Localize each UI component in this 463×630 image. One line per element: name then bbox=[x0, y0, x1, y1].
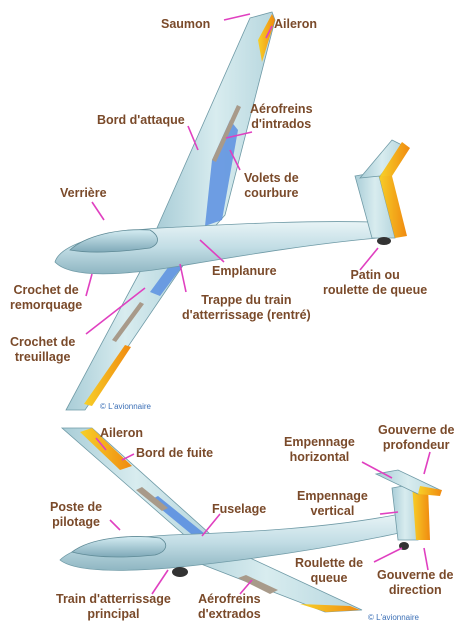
top-glider bbox=[54, 11, 410, 411]
bottom-near-airbrake bbox=[238, 575, 278, 594]
label-gouverne-profondeur: Gouverne de profondeur bbox=[378, 423, 455, 452]
bottom-rudder bbox=[412, 484, 430, 540]
top-rudder bbox=[378, 172, 407, 238]
label-trappe-train: Trappe du train d'atterrissage (rentré) bbox=[182, 293, 311, 322]
top-right-airbrake bbox=[212, 105, 241, 162]
label-bord-fuite: Bord de fuite bbox=[136, 446, 214, 460]
bottom-main-wheel bbox=[172, 567, 188, 577]
label-poste-pilotage: Poste de pilotage bbox=[50, 500, 103, 529]
top-left-flap bbox=[150, 262, 184, 296]
label-empennage-vertical: Empennage vertical bbox=[297, 489, 368, 518]
label-aileron-bottom: Aileron bbox=[100, 426, 144, 440]
label-crochet-treuillage: Crochet de treuillage bbox=[10, 335, 76, 364]
label-crochet-remorquage: Crochet de remorquage bbox=[10, 283, 83, 312]
top-tail-skid bbox=[377, 237, 391, 245]
label-aileron-top: Aileron bbox=[274, 17, 318, 31]
label-bord-attaque: Bord d'attaque bbox=[97, 113, 185, 127]
label-volets-courbure: Volets de courbure bbox=[244, 171, 299, 200]
bottom-far-airbrake bbox=[136, 487, 168, 511]
label-aerofreins-extrados: Aérofreins d'extrados bbox=[198, 592, 261, 621]
label-roulette-queue: Roulette de queue bbox=[295, 556, 364, 585]
bottom-canopy bbox=[71, 536, 167, 558]
bottom-near-aileron bbox=[300, 604, 360, 612]
top-canopy bbox=[69, 229, 158, 253]
top-left-airbrake bbox=[112, 302, 144, 342]
bottom-elevator bbox=[418, 486, 442, 496]
label-saumon: Saumon bbox=[161, 17, 211, 31]
leader-lines bbox=[85, 13, 431, 595]
copyright-top: © L'avionnaire bbox=[100, 402, 152, 411]
label-verriere: Verrière bbox=[60, 186, 107, 200]
copyright-bottom: © L'avionnaire bbox=[368, 613, 420, 622]
label-emplanure: Emplanure bbox=[212, 264, 277, 278]
top-left-aileron bbox=[84, 345, 131, 406]
top-right-flap bbox=[205, 120, 238, 226]
label-empennage-horizontal: Empennage horizontal bbox=[284, 435, 355, 464]
label-aerofreins-intrados: Aérofreins d'intrados bbox=[250, 102, 313, 131]
label-gouverne-direction: Gouverne de direction bbox=[377, 568, 454, 597]
label-train-principal: Train d'atterrissage principal bbox=[56, 592, 171, 621]
label-patin-roulette: Patin ou roulette de queue bbox=[323, 268, 428, 297]
top-elevator bbox=[380, 142, 410, 176]
label-fuselage: Fuselage bbox=[212, 502, 267, 516]
